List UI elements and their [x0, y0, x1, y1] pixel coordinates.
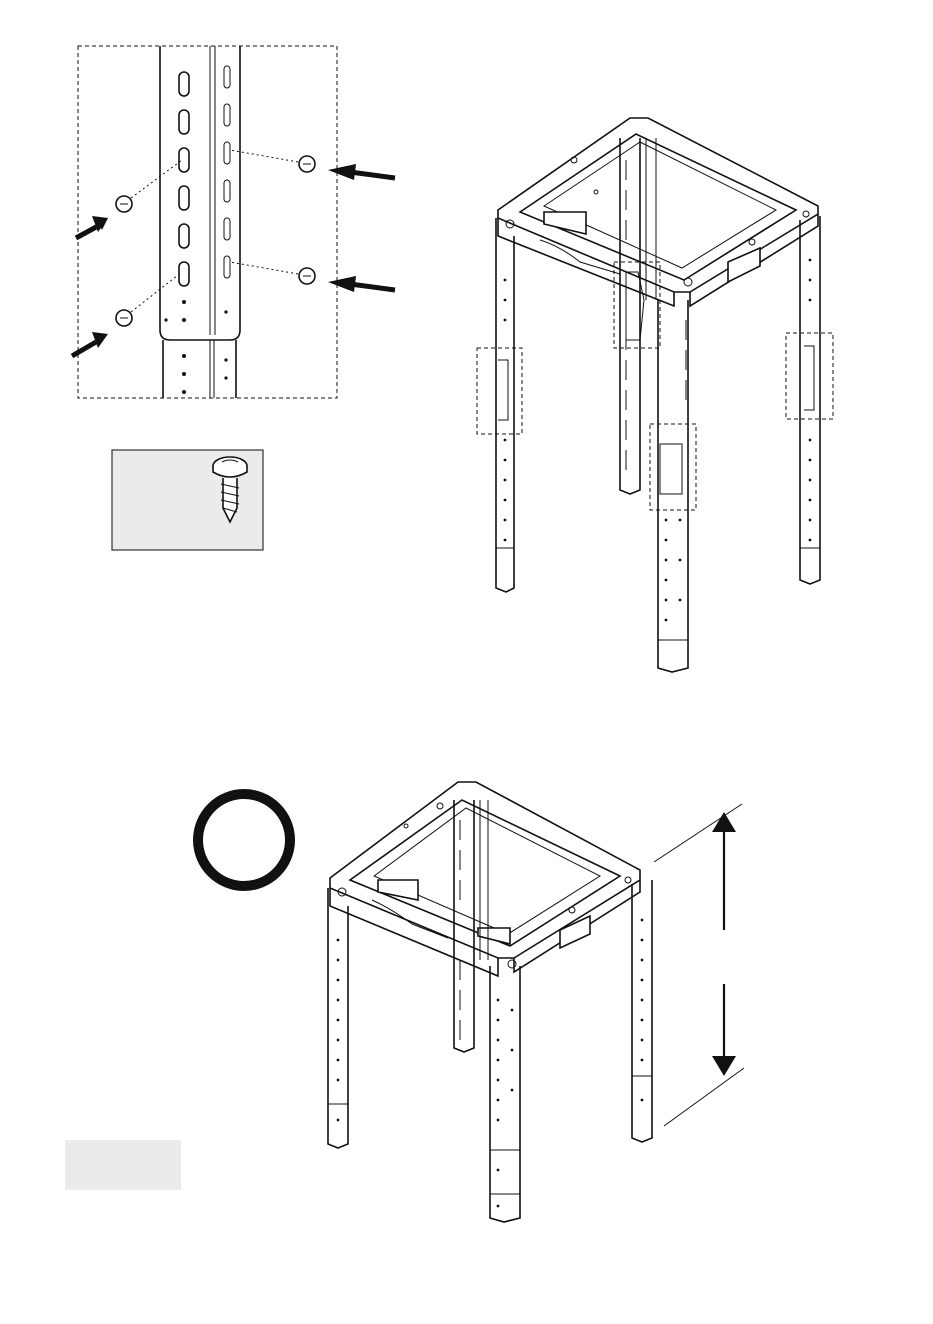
circle-ok-symbol [198, 794, 290, 886]
screw-bottom-right [230, 262, 315, 284]
stand-frame-step-two [198, 782, 744, 1222]
stand-frame-step-one [477, 118, 833, 672]
leg-extension-detail [72, 46, 395, 398]
label-box [65, 1140, 181, 1190]
screw-top-right [230, 150, 315, 172]
upright-profile [160, 46, 240, 398]
push-arrow-icons [72, 164, 395, 356]
self-tapping-screw-callout [112, 450, 263, 550]
height-dimension-arrow [654, 804, 744, 1126]
screw-bottom-left [116, 272, 182, 326]
screw-top-left [116, 160, 182, 212]
detail-frame [78, 46, 337, 398]
